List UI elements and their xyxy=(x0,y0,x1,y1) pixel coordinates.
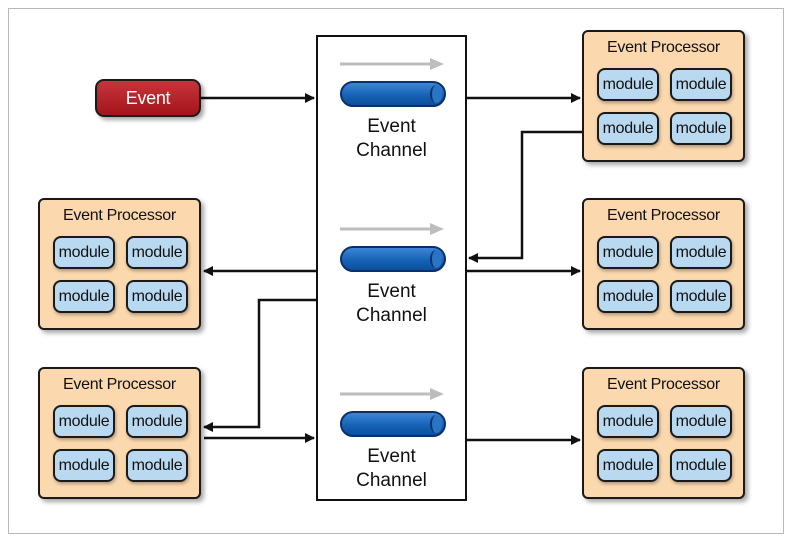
module-box[interactable]: module xyxy=(597,449,659,482)
module-box[interactable]: module xyxy=(597,68,659,101)
diagram-frame xyxy=(8,8,784,534)
flow-arrow-icon xyxy=(340,223,444,235)
event-processor-middle-right[interactable]: Event Processor module module module mod… xyxy=(582,198,745,330)
processor-title: Event Processor xyxy=(63,376,176,393)
module-box[interactable]: module xyxy=(670,236,732,269)
event-processor-middle-left[interactable]: Event Processor module module module mod… xyxy=(38,198,201,330)
module-box[interactable]: module xyxy=(670,280,732,313)
module-box[interactable]: module xyxy=(670,112,732,145)
module-box[interactable]: module xyxy=(126,280,188,313)
module-box[interactable]: module xyxy=(53,236,115,269)
processor-title: Event Processor xyxy=(607,39,720,56)
module-box[interactable]: module xyxy=(670,405,732,438)
module-box[interactable]: module xyxy=(597,112,659,145)
module-box[interactable]: module xyxy=(126,449,188,482)
module-box[interactable]: module xyxy=(597,280,659,313)
module-box[interactable]: module xyxy=(670,449,732,482)
event-node[interactable]: Event xyxy=(95,79,201,117)
processor-title: Event Processor xyxy=(607,376,720,393)
flow-arrow-icon xyxy=(340,388,444,400)
module-box[interactable]: module xyxy=(597,405,659,438)
processor-tr-to-channel-2-connector xyxy=(468,130,582,263)
channel-pipe-icon xyxy=(340,246,446,272)
event-processor-top-right[interactable]: Event Processor module module module mod… xyxy=(582,30,745,162)
channel-label-line1: Event xyxy=(367,281,416,302)
module-box[interactable]: module xyxy=(53,449,115,482)
module-box[interactable]: module xyxy=(597,236,659,269)
processor-title: Event Processor xyxy=(607,207,720,224)
processor-title: Event Processor xyxy=(63,207,176,224)
event-channel-panel: Event Channel Event Channel Event Channe… xyxy=(316,35,467,501)
module-box[interactable]: module xyxy=(126,405,188,438)
event-processor-bottom-right[interactable]: Event Processor module module module mod… xyxy=(582,367,745,499)
channel-label-line1: Event xyxy=(367,446,416,467)
channel-label-line2: Channel xyxy=(356,140,427,161)
channel-label-line1: Event xyxy=(367,116,416,137)
module-box[interactable]: module xyxy=(53,280,115,313)
event-processor-bottom-left[interactable]: Event Processor module module module mod… xyxy=(38,367,201,499)
channel-pipe-icon xyxy=(340,411,446,437)
channel-2-to-processor-bl-connector xyxy=(203,298,316,432)
module-box[interactable]: module xyxy=(53,405,115,438)
module-box[interactable]: module xyxy=(670,68,732,101)
channel-label-line2: Channel xyxy=(356,305,427,326)
channel-pipe-icon xyxy=(340,81,446,107)
flow-arrow-icon xyxy=(340,58,444,70)
module-box[interactable]: module xyxy=(126,236,188,269)
channel-label-line2: Channel xyxy=(356,470,427,491)
